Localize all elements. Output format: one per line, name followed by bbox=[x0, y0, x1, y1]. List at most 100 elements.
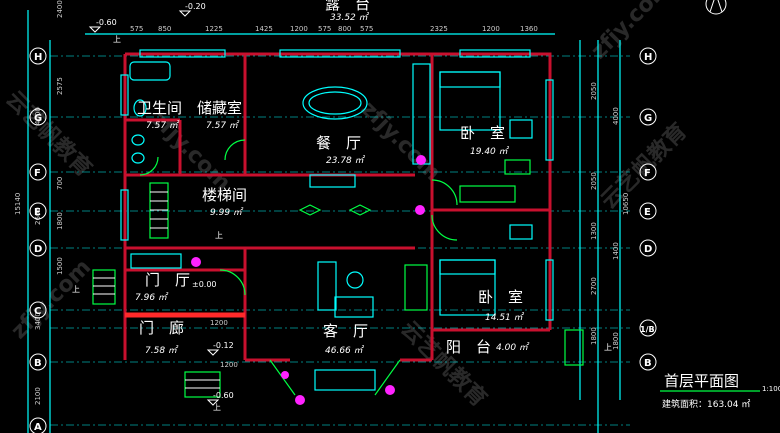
dim-label: 2575 bbox=[56, 77, 64, 95]
up-label: 上 bbox=[215, 231, 223, 240]
room-name: 楼梯间 bbox=[202, 186, 247, 204]
level-label: -0.60 bbox=[213, 391, 234, 400]
compass-icon bbox=[705, 0, 727, 15]
dim-label: 15140 bbox=[14, 193, 22, 215]
dim-label: 1500 bbox=[56, 257, 64, 275]
basin bbox=[131, 134, 145, 146]
axis-label: G bbox=[34, 113, 42, 124]
axis-label: B bbox=[644, 358, 652, 369]
nightstand bbox=[504, 159, 531, 175]
dim-label: 2600 bbox=[34, 207, 42, 225]
chair bbox=[509, 224, 533, 240]
dim-label: 1200 bbox=[210, 319, 228, 327]
axis-label: F bbox=[644, 168, 651, 179]
dim-label: 1800 bbox=[612, 332, 620, 350]
sideboard bbox=[309, 174, 356, 188]
plant-icon bbox=[191, 257, 201, 267]
dim-label: 2050 bbox=[590, 172, 598, 190]
up-label: 上 bbox=[113, 35, 121, 44]
dim-label: 2400 bbox=[56, 0, 64, 18]
toilet bbox=[133, 99, 147, 117]
dim-label: 2325 bbox=[430, 25, 448, 33]
room-labels: 卫生间 7.57 ㎡ 储藏室 7.57 ㎡ 餐 厅 23.78 ㎡ 卧 室 19… bbox=[135, 0, 530, 356]
dim-label: 1225 bbox=[205, 25, 223, 33]
room-name: 卧 室 bbox=[478, 288, 523, 306]
dim-label: 3400 bbox=[34, 312, 42, 330]
windows bbox=[120, 49, 554, 396]
room-name: 客 厅 bbox=[323, 322, 368, 340]
room-name: 卫生间 bbox=[137, 99, 182, 117]
tv-cabinet bbox=[317, 261, 337, 311]
dim-label: 2700 bbox=[590, 277, 598, 295]
axis-label: H bbox=[644, 52, 652, 63]
sofa bbox=[459, 185, 516, 203]
dim-label: 575 bbox=[360, 25, 373, 33]
axis-label: C bbox=[34, 306, 41, 317]
dim-label: 1360 bbox=[520, 25, 538, 33]
room-name: 储藏室 bbox=[197, 99, 242, 117]
room-area: 14.51 ㎡ bbox=[485, 312, 525, 323]
room-area: 9.99 ㎡ bbox=[210, 207, 244, 218]
dim-label: 575 bbox=[318, 25, 331, 33]
dim-label: 2100 bbox=[34, 387, 42, 405]
axis-label: E bbox=[34, 207, 41, 218]
dim-label: 1800 bbox=[56, 212, 64, 230]
axis-label: B bbox=[34, 358, 42, 369]
room-area: 7.58 ㎡ bbox=[145, 345, 179, 356]
room-name: 门 廊 bbox=[139, 319, 184, 337]
dim-label: 850 bbox=[158, 25, 171, 33]
room-area: 4.00 ㎡ bbox=[496, 342, 530, 353]
porch-steps bbox=[184, 371, 221, 398]
dim-label: 10650 bbox=[622, 193, 630, 215]
dim-label: 1200 bbox=[290, 25, 308, 33]
room-area: 33.52 ㎡ bbox=[330, 12, 370, 23]
shoe-cabinet bbox=[130, 253, 182, 269]
balcony-steps bbox=[564, 329, 584, 366]
up-label: 上 bbox=[213, 403, 221, 412]
sofa-2 bbox=[314, 369, 376, 391]
up-label: 上 bbox=[72, 285, 80, 294]
bathtub bbox=[129, 61, 171, 81]
level-label: ±0.00 bbox=[192, 280, 217, 289]
dim-label: 4000 bbox=[612, 107, 620, 125]
dimension-lines bbox=[27, 10, 621, 433]
axis-markers-left: H G F E D C B A bbox=[29, 47, 47, 433]
room-area: 7.57 ㎡ bbox=[206, 120, 240, 131]
axis-grid bbox=[50, 55, 630, 426]
desk bbox=[404, 264, 428, 311]
axis-label: G bbox=[644, 113, 652, 124]
axis-markers-right: H G F E D 1/B B bbox=[639, 47, 657, 371]
room-name: 露 台 bbox=[325, 0, 370, 13]
room-name: 餐 厅 bbox=[316, 134, 361, 152]
dim-label: 1200 bbox=[482, 25, 500, 33]
furniture bbox=[92, 61, 584, 405]
level-label: -0.60 bbox=[96, 18, 117, 27]
axis-label: H bbox=[34, 52, 42, 63]
watermark-text-cn: 云艺帆教育 bbox=[1, 86, 97, 182]
plan-title: 首层平面图 bbox=[664, 372, 739, 390]
axis-label: E bbox=[644, 207, 651, 218]
entry-steps bbox=[92, 269, 116, 305]
watermark-text: zfjy.com bbox=[587, 0, 677, 64]
axis-label: F bbox=[34, 168, 41, 179]
chair bbox=[509, 119, 533, 139]
coffee-table bbox=[334, 296, 374, 318]
room-name: 门 厅 bbox=[145, 271, 190, 289]
plant-icon bbox=[415, 205, 425, 215]
level-label: -0.12 bbox=[213, 341, 234, 350]
room-area: 46.66 ㎡ bbox=[325, 345, 365, 356]
plant-icon bbox=[385, 385, 395, 395]
right-dimensions: 2050 4000 2050 10650 1300 1400 2700 1800… bbox=[590, 82, 630, 350]
left-dimensions: 2400 2575 4000 15140 2600 700 1800 1500 … bbox=[14, 0, 64, 405]
building-area: 建筑面积：163.04 ㎡ bbox=[662, 398, 750, 410]
dim-label: 1200 bbox=[220, 361, 238, 369]
watermark-text: zfjy.com bbox=[7, 255, 97, 345]
level-label: -0.20 bbox=[185, 2, 206, 11]
scale-label: 1:100 bbox=[762, 385, 780, 393]
dining-table bbox=[302, 86, 368, 120]
armchair bbox=[298, 204, 322, 216]
axis-label: D bbox=[644, 244, 652, 255]
dim-label: 575 bbox=[130, 25, 143, 33]
dim-label: 1300 bbox=[590, 222, 598, 240]
dim-label: 1400 bbox=[612, 242, 620, 260]
